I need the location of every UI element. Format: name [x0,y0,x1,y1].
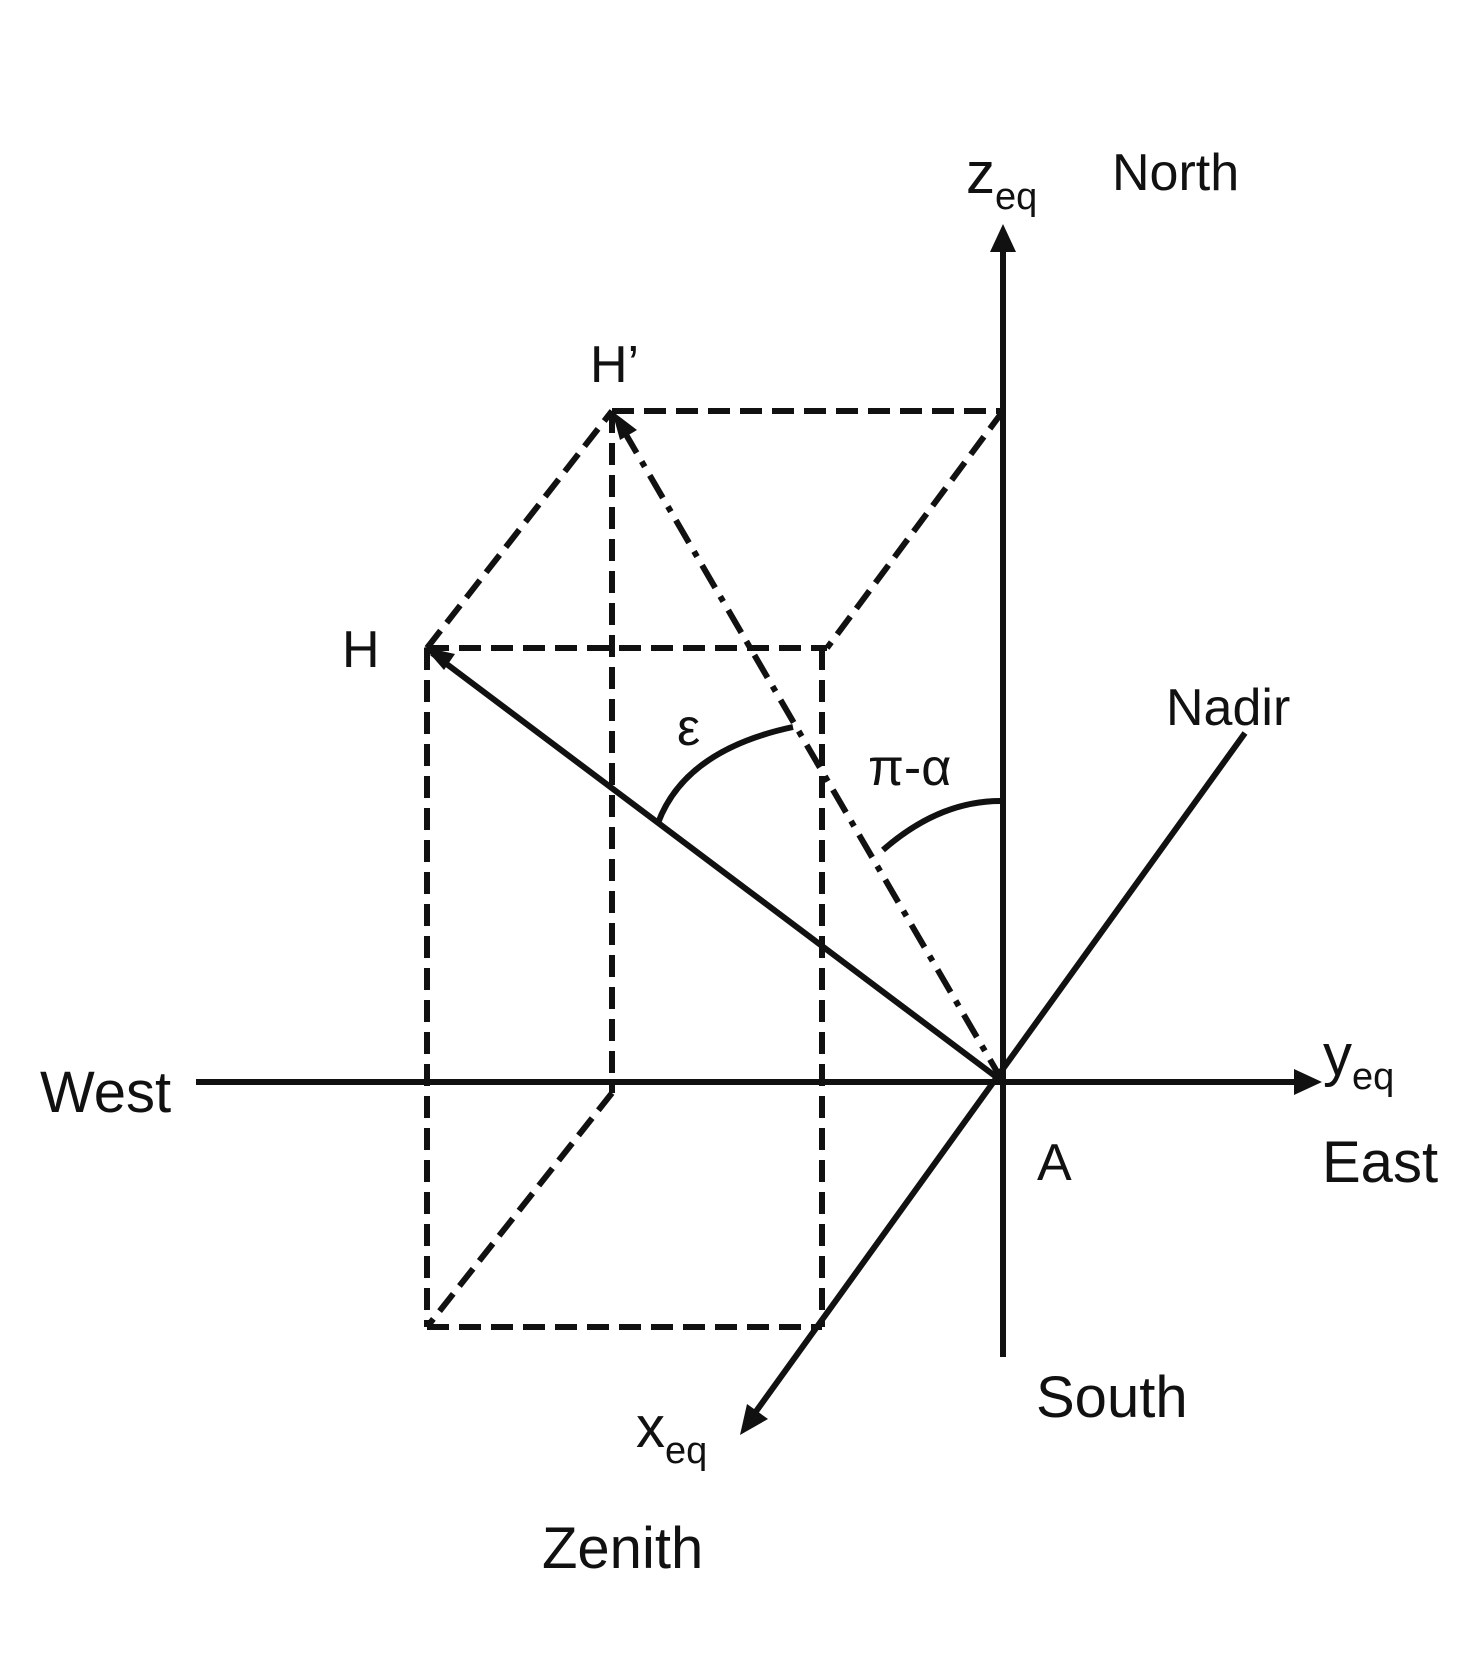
hprime-arrowhead [612,411,637,440]
z-axis-label: zeq [966,141,1037,218]
box-edge-zaxis-front [824,409,1006,650]
y-axis-arrowhead [1294,1069,1322,1095]
line-a-to-h [430,650,1005,1085]
epsilon-label: ε [677,699,700,757]
east-label: East [1322,1130,1438,1195]
h-label: H [342,621,380,679]
x-axis-label: xeq [636,1395,707,1472]
zenith-label: Zenith [542,1516,703,1581]
pi-alpha-angle-arc [881,797,1004,853]
h-arrowhead [424,647,455,670]
box-edge-floor-diagonal [424,1091,615,1329]
west-label: West [40,1060,171,1125]
x-axis-arrowhead [740,1404,768,1435]
point-a-label: A [1037,1134,1072,1192]
pi-alpha-label: π-α [868,739,951,797]
line-a-to-hprime [618,424,1006,1084]
h-prime-label: H’ [590,336,639,394]
box-edge-h-hprime [424,409,615,650]
north-label: North [1112,144,1239,202]
south-label: South [1036,1365,1188,1430]
y-axis-label: yeq [1323,1023,1394,1098]
nadir-label: Nadir [1166,679,1290,737]
epsilon-angle-arc [655,724,794,825]
z-axis-arrowhead [990,224,1016,252]
